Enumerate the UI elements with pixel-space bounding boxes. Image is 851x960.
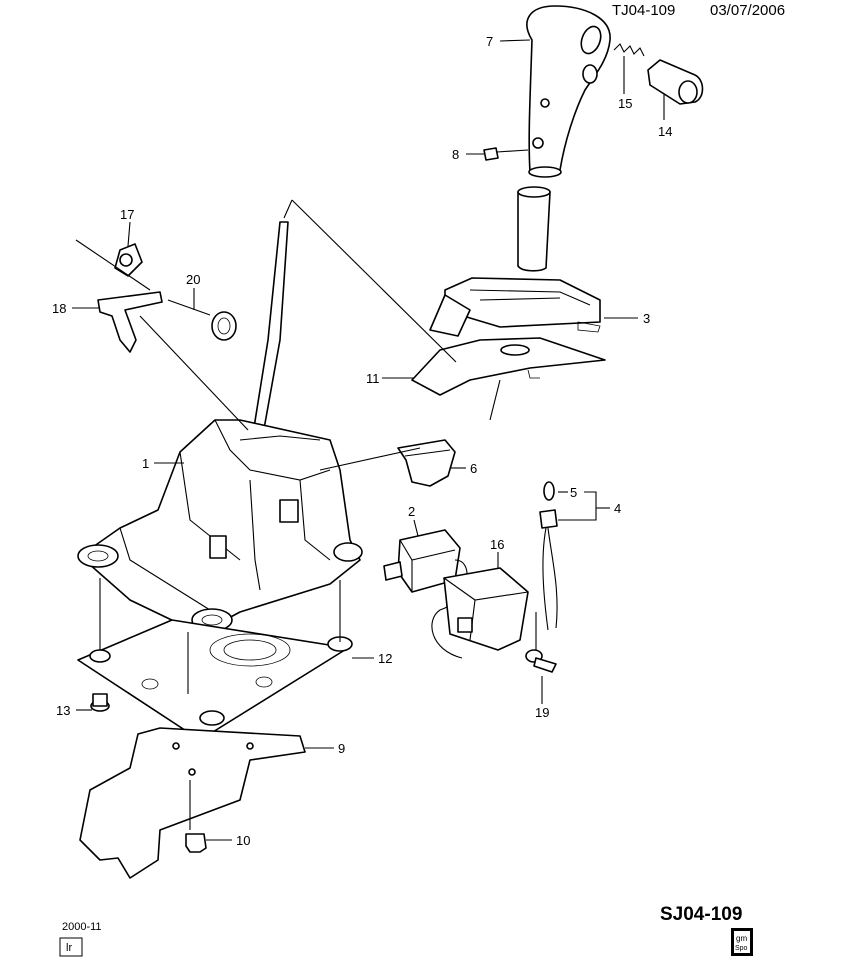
callout-8: 8 [452, 147, 459, 162]
callouts: 7 15 14 8 3 11 6 5 4 2 16 19 1 17 20 18 [52, 34, 672, 848]
callout-15: 15 [618, 96, 632, 111]
callout-14: 14 [658, 124, 672, 139]
callout-11: 11 [366, 371, 380, 386]
gm-spo-logo: gm Spo [731, 928, 753, 956]
shift-solenoid [383, 529, 468, 659]
cover-plate [411, 337, 606, 396]
diagram-date: 03/07/2006 [710, 2, 785, 19]
detent-bracket [397, 439, 456, 487]
callout-20: 20 [186, 272, 200, 287]
base-gasket [77, 619, 353, 741]
mounting-bracket [79, 727, 306, 879]
callout-18: 18 [52, 301, 66, 316]
callout-4: 4 [614, 501, 621, 516]
callout-7: 7 [486, 34, 493, 49]
indicator-bulb [539, 481, 558, 631]
callout-6: 6 [470, 461, 477, 476]
shift-lever [251, 199, 293, 441]
bracket-nut [185, 833, 207, 853]
callout-2: 2 [408, 504, 415, 519]
shift-knob [526, 5, 611, 178]
callout-9: 9 [338, 741, 345, 756]
svg-text:gm: gm [736, 934, 747, 943]
leader-lines [99, 199, 537, 830]
indicator-panel [429, 277, 601, 337]
park-switch [443, 567, 529, 651]
figure-code: SJ04-109 [660, 904, 742, 925]
mount-bushing [90, 693, 110, 712]
date-code: 2000-11 [62, 921, 102, 933]
callout-19: 19 [535, 705, 549, 720]
callout-16: 16 [490, 537, 504, 552]
callout-13: 13 [56, 703, 70, 718]
shift-sleeve [517, 186, 551, 272]
callout-12: 12 [378, 651, 392, 666]
diagram-ref: TJ04-109 [612, 2, 675, 19]
lever-assembly [75, 239, 237, 353]
callout-17: 17 [120, 207, 134, 222]
switch-screw [525, 649, 557, 673]
svg-text:Spo: Spo [735, 945, 748, 952]
knob-spring [613, 43, 645, 57]
callout-3: 3 [643, 311, 650, 326]
knob-screw [483, 147, 529, 161]
callout-10: 10 [236, 833, 250, 848]
shifter-housing [77, 419, 363, 632]
callout-1: 1 [142, 456, 149, 471]
knob-button [647, 59, 704, 105]
stamp-box [59, 937, 83, 957]
callout-5: 5 [570, 485, 577, 500]
stamp-text: lr [66, 942, 72, 954]
